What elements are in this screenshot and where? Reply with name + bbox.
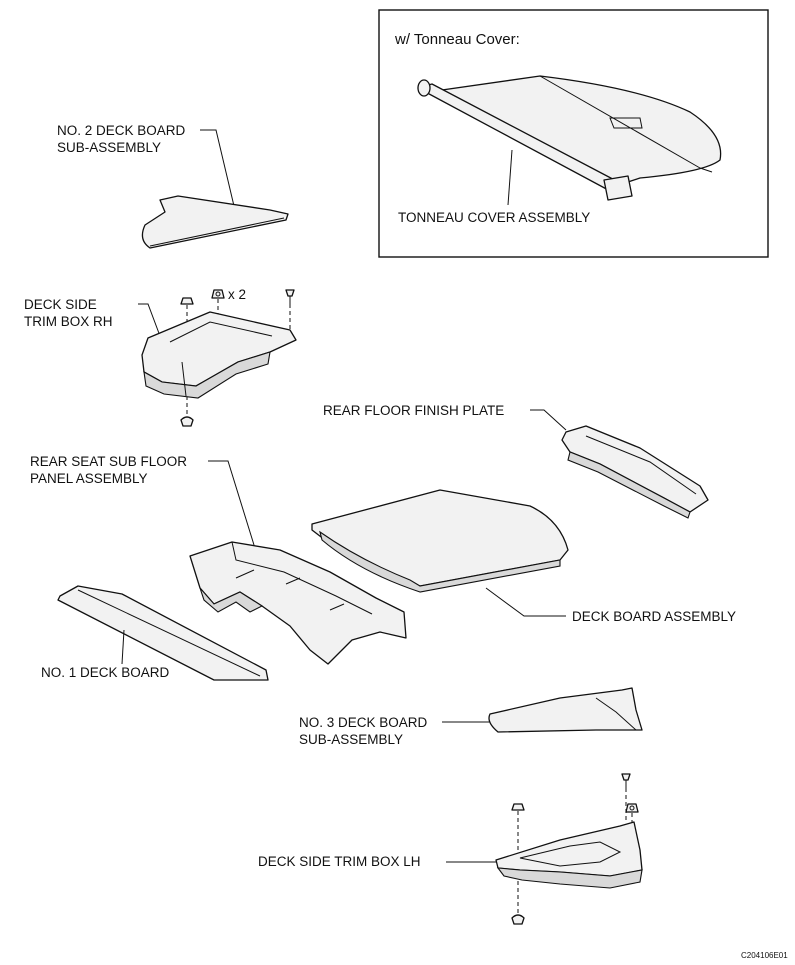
tonneau-cover-illustration — [417, 75, 722, 201]
label-rear-floor-finish-plate: REAR FLOOR FINISH PLATE — [323, 403, 504, 418]
label-no2-deck-board-line1: NO. 2 DECK BOARD — [57, 123, 186, 138]
leader-deck-side-trim-rh — [138, 303, 161, 337]
no3-deck-board-group: NO. 3 DECK BOARD SUB-ASSEMBLY — [299, 687, 643, 747]
leader-tonneau-cover — [507, 149, 513, 206]
leader-deck-board-assembly — [485, 587, 566, 617]
inset-frame — [378, 9, 769, 258]
label-rear-seat-sub-floor-line1: REAR SEAT SUB FLOOR — [30, 454, 187, 469]
leader-no1-deck-board — [121, 629, 125, 665]
rear-floor-finish-plate-part — [561, 425, 709, 513]
tonneau-cover-inset: w/ Tonneau Cover: TONNEAU COVER ASSEMBLY — [378, 9, 769, 258]
bolt-icon — [621, 773, 631, 820]
label-quantity-x2: x 2 — [228, 287, 246, 302]
no2-deck-board-group: NO. 2 DECK BOARD SUB-ASSEMBLY — [57, 123, 289, 249]
label-deck-side-trim-rh-line2: TRIM BOX RH — [24, 314, 113, 329]
deck-board-assembly-group: DECK BOARD ASSEMBLY — [311, 489, 736, 624]
label-deck-side-trim-lh: DECK SIDE TRIM BOX LH — [258, 854, 421, 869]
leader-rear-seat-sub-floor — [208, 460, 255, 546]
rear-seat-sub-floor-group: REAR SEAT SUB FLOOR PANEL ASSEMBLY — [30, 454, 407, 665]
leader-no2-deck-board — [200, 129, 235, 207]
deck-side-trim-rh-group: DECK SIDE TRIM BOX RH x 2 — [24, 287, 297, 427]
inset-title: w/ Tonneau Cover: — [394, 31, 520, 48]
no2-deck-board-part — [141, 195, 289, 249]
deck-side-trim-lh-group: DECK SIDE TRIM BOX LH — [258, 773, 643, 925]
label-rear-seat-sub-floor-line2: PANEL ASSEMBLY — [30, 471, 148, 486]
no3-deck-board-part — [488, 687, 643, 733]
label-no2-deck-board-line2: SUB-ASSEMBLY — [57, 140, 161, 155]
leader-rear-floor-finish-plate — [530, 409, 567, 431]
no1-deck-board-part — [57, 585, 269, 681]
rear-floor-finish-plate-group: REAR FLOOR FINISH PLATE — [323, 403, 709, 519]
no1-deck-board-group: NO. 1 DECK BOARD — [41, 585, 269, 681]
label-no3-deck-board-line2: SUB-ASSEMBLY — [299, 732, 403, 747]
label-no3-deck-board-line1: NO. 3 DECK BOARD — [299, 715, 428, 730]
label-deck-board-assembly: DECK BOARD ASSEMBLY — [572, 609, 736, 624]
label-deck-side-trim-rh-line1: DECK SIDE — [24, 297, 97, 312]
bolt-icon — [285, 289, 295, 335]
label-no1-deck-board: NO. 1 DECK BOARD — [41, 665, 170, 680]
figure-code: C204106E01 — [741, 951, 788, 960]
label-tonneau-cover: TONNEAU COVER ASSEMBLY — [398, 210, 590, 225]
